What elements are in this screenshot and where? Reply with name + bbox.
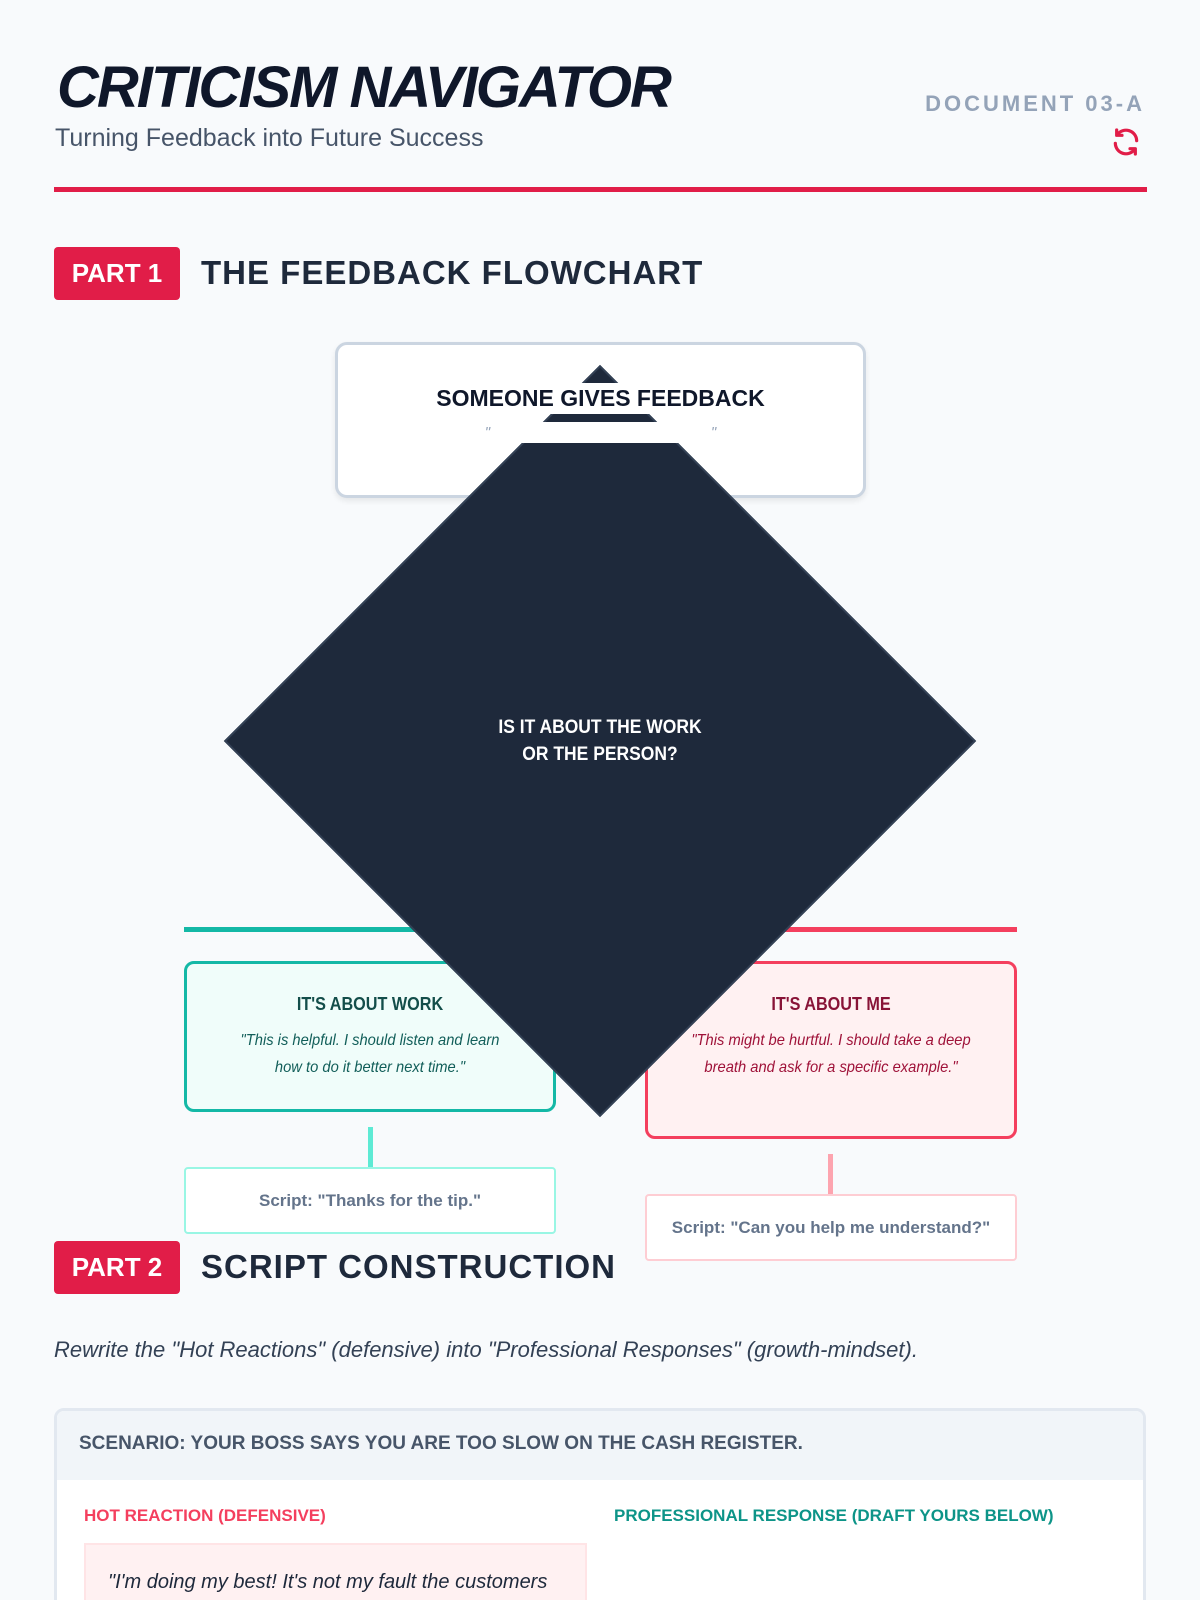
decision-line-2: OR THE PERSON? (522, 744, 678, 765)
hot-reaction-label: HOT REACTION (DEFENSIVE) (84, 1506, 326, 1525)
me-branch-line (600, 927, 1017, 932)
sync-icon[interactable] (1110, 126, 1142, 158)
professional-response-input[interactable] (614, 1543, 1114, 1600)
flow-start-title-row: SOMEONE GIVES FEEDBACK (338, 383, 863, 414)
work-script-box: Script: "Thanks for the tip." (184, 1167, 556, 1234)
decision-line-1: IS IT ABOUT THE WORK (498, 717, 702, 738)
scenario-title: SCENARIO: YOUR BOSS SAYS YOU ARE TOO SLO… (57, 1411, 1143, 1480)
decision-text: IS IT ABOUT THE WORK OR THE PERSON? (416, 714, 784, 768)
me-connector (828, 1154, 833, 1194)
document-id: DOCUMENT 03-A (925, 91, 1145, 116)
page-title: CRITICISM NAVIGATOR (57, 55, 672, 120)
part-2-heading: SCRIPT CONSTRUCTION (201, 1248, 616, 1285)
professional-response-label: PROFESSIONAL RESPONSE (DRAFT YOURS BELOW… (614, 1506, 1054, 1525)
me-card-title: IT'S ABOUT ME (771, 994, 891, 1014)
work-branch-line (184, 927, 600, 932)
flow-start-subtitle-row: " " (338, 422, 863, 443)
flow-start-title: SOMEONE GIVES FEEDBACK (426, 383, 775, 414)
me-card-text: "This might be hurtful. I should take a … (691, 1032, 971, 1076)
header-divider (54, 187, 1147, 192)
page-subtitle: Turning Feedback into Future Success (55, 124, 484, 152)
part-1-badge: PART 1 (54, 247, 180, 300)
part-2-badge: PART 2 (54, 1241, 180, 1294)
hot-reaction-text: "I'm doing my best! It's not my fault th… (84, 1543, 587, 1600)
part-2-intro: Rewrite the "Hot Reactions" (defensive) … (54, 1337, 918, 1362)
work-card-title: IT'S ABOUT WORK (296, 994, 444, 1014)
me-script-box: Script: "Can you help me understand?" (645, 1194, 1017, 1261)
flow-start-subtitle: " " (474, 422, 727, 443)
part-1-heading: THE FEEDBACK FLOWCHART (201, 254, 704, 291)
work-card-text: "This is helpful. I should listen and le… (240, 1032, 500, 1076)
work-connector (368, 1127, 373, 1167)
